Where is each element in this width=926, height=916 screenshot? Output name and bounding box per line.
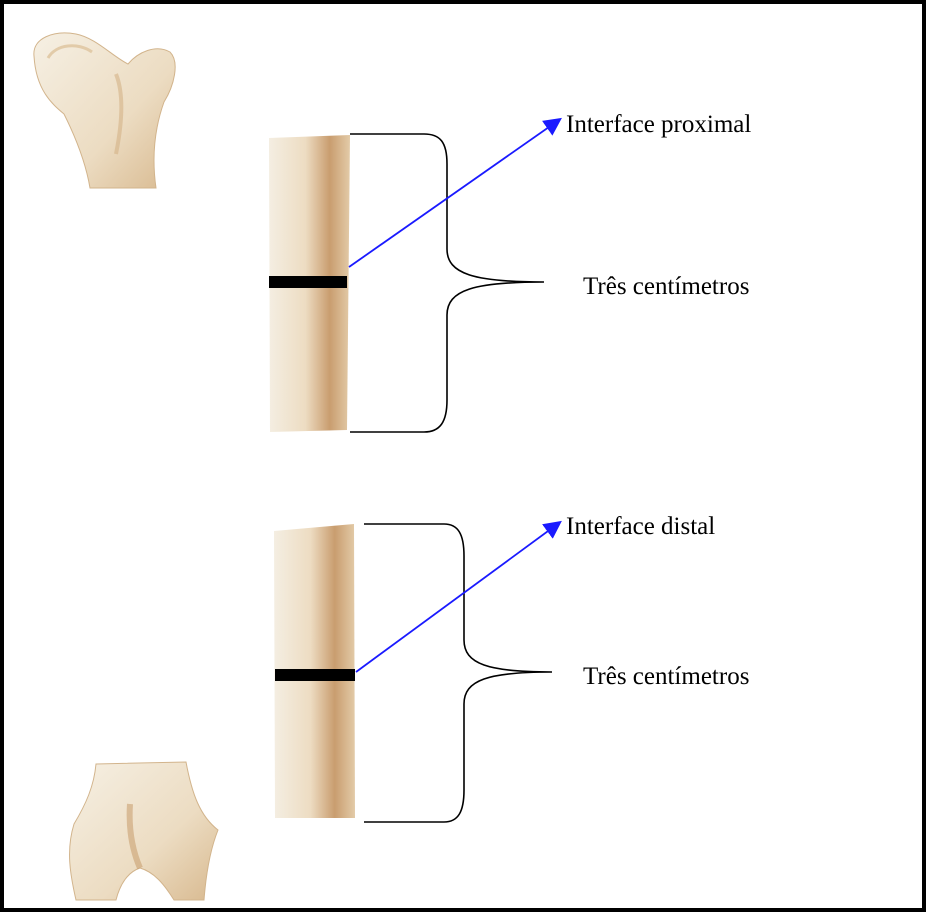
proximal-length-label: Três centímetros bbox=[583, 274, 749, 299]
proximal-cut-marker bbox=[269, 276, 347, 288]
distal-interface-label: Interface distal bbox=[566, 514, 715, 539]
distal-length-label: Três centímetros bbox=[583, 664, 749, 689]
proximal-arrow bbox=[349, 120, 559, 267]
distal-cut-marker bbox=[275, 669, 355, 681]
proximal-interface-label: Interface proximal bbox=[566, 112, 751, 137]
distal-arrow bbox=[356, 523, 559, 672]
femur-diagram bbox=[4, 4, 926, 916]
distal-brace bbox=[364, 524, 552, 822]
femur-head-icon bbox=[34, 33, 175, 188]
femur-condyles-icon bbox=[70, 762, 218, 900]
distal-shaft-segment bbox=[274, 523, 559, 822]
proximal-brace bbox=[350, 134, 544, 432]
proximal-shaft-segment bbox=[269, 120, 559, 432]
